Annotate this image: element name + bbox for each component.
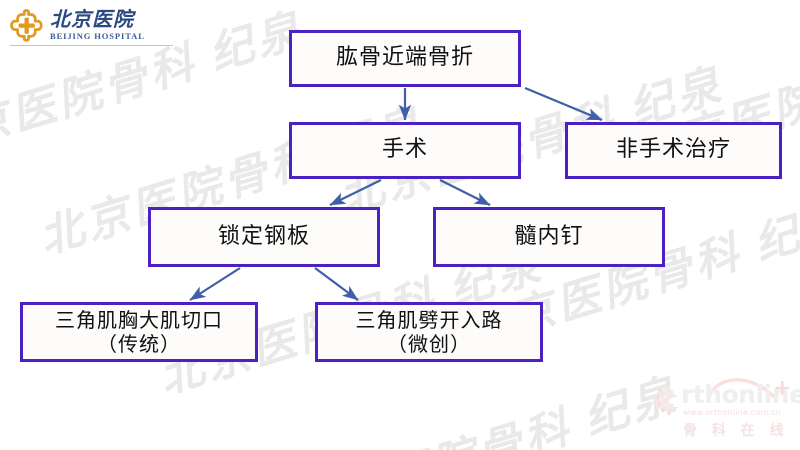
logo-divider	[10, 45, 173, 46]
edge-surgery-to-locking-plate	[329, 179, 382, 206]
edge-fracture-to-nonsurgical	[524, 86, 603, 122]
flow-node-intramedullary-nail[interactable]: 髓内钉	[433, 207, 665, 267]
logo-english-name: BEIJING HOSPITAL	[50, 30, 145, 41]
beijing-hospital-logo: 北京医院 BEIJING HOSPITAL	[10, 5, 170, 45]
flow-node-deltoid-splitting-approach[interactable]: 三角肌劈开入路 （微创）	[315, 302, 543, 362]
flow-node-proximal-humerus-fracture[interactable]: 肱骨近端骨折	[289, 30, 521, 87]
flow-node-non-surgical-treatment[interactable]: 非手术治疗	[565, 122, 782, 179]
flow-node-locking-plate[interactable]: 锁定钢板	[148, 207, 380, 267]
logo-chinese-name: 北京医院	[50, 8, 134, 31]
edge-surgery-to-intramedullary-nail	[439, 179, 491, 206]
edge-plate-to-deltopectoral	[189, 267, 241, 301]
beijing-hospital-cross-emblem-icon	[10, 8, 43, 42]
edge-plate-to-deltoid-splitting	[314, 267, 359, 301]
flow-node-deltopectoral-approach[interactable]: 三角肌胸大肌切口 （传统）	[20, 302, 258, 362]
flow-node-surgery[interactable]: 手术	[289, 122, 521, 179]
